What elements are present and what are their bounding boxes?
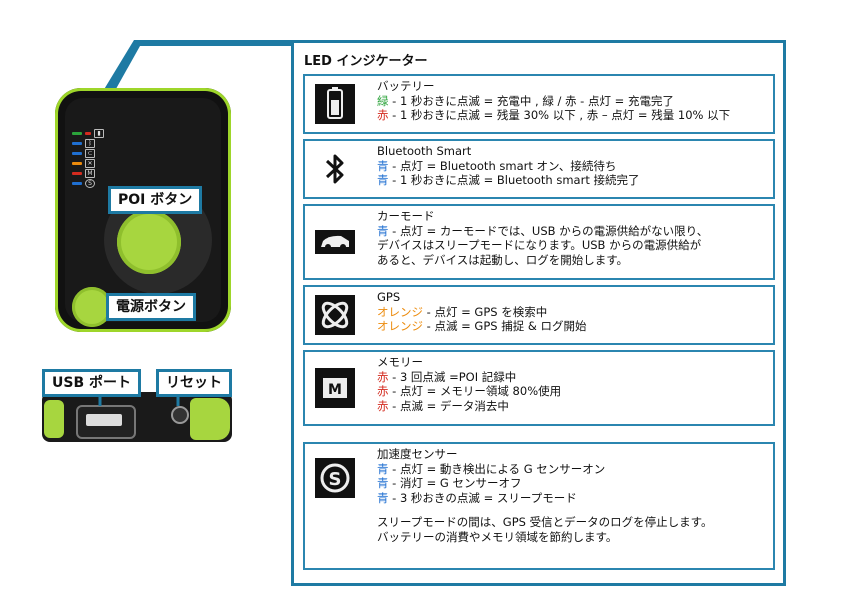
sensor-mini-icon: S xyxy=(85,178,95,188)
svg-text:S: S xyxy=(329,469,342,490)
bluetooth-icon xyxy=(315,149,355,189)
bluetooth-line-2: 青 - 1 秒おきに点滅 = Bluetooth smart 接続完了 xyxy=(377,173,640,187)
car-mode-title: カーモード xyxy=(377,209,435,223)
gps-title: GPS xyxy=(377,290,401,304)
memory-icon: M xyxy=(315,368,355,408)
device-side-bumper-left xyxy=(44,400,64,438)
memory-line-3: 赤 - 点滅 = データ消去中 xyxy=(377,398,509,413)
battery-icon xyxy=(315,84,355,124)
usb-port-label: USB ポート xyxy=(42,369,141,397)
battery-line-2: 赤 - 1 秒おきに点滅 = 残量 30% 以下 , 赤 – 点灯 = 残量 1… xyxy=(377,108,731,122)
accelerometer-line-3: 青 - 3 秒おきの点滅 = スリープモード xyxy=(377,490,577,505)
reset-button[interactable] xyxy=(171,406,189,424)
battery-line-1: 緑 - 1 秒おきに点滅 = 充電中 , 緑 / 赤 - 点灯 = 充電完了 xyxy=(377,93,674,108)
bluetooth-line-1: 青 - 点灯 = Bluetooth smart オン、接続待ち xyxy=(377,158,617,173)
accelerometer-line-1: 青 - 点灯 = 動き検出による G センサーオン xyxy=(377,461,606,476)
memory-mini-icon: M xyxy=(85,168,95,178)
gps-line-2: オレンジ - 点滅 = GPS 捕捉 & ログ開始 xyxy=(377,319,587,333)
memory-title: メモリー xyxy=(377,355,423,369)
bluetooth-card: Bluetooth Smart 青 - 点灯 = Bluetooth smart… xyxy=(303,139,775,199)
gps-line-1: オレンジ - 点灯 = GPS を検索中 xyxy=(377,304,548,319)
svg-text:M: M xyxy=(328,382,342,398)
bluetooth-mini-icon: ᛒ xyxy=(85,138,95,148)
battery-title: バッテリー xyxy=(377,79,435,93)
battery-mini-icon: ▮ xyxy=(94,128,104,138)
device-side-bumper-right xyxy=(190,398,230,440)
reset-label: リセット xyxy=(156,369,232,397)
car-mini-icon: ⊂ xyxy=(85,148,95,158)
car-mode-line-1: 青 - 点灯 = カーモードでは、USB からの電源供給がない限り、 xyxy=(377,223,709,238)
bluetooth-title: Bluetooth Smart xyxy=(377,144,472,158)
gps-mini-icon: ✕ xyxy=(85,158,95,168)
car-mode-line-3: あると、デバイスは起動し、ログを開始します。 xyxy=(377,252,629,267)
memory-card: M メモリー 赤 - 3 回点滅 =POI 記録中 赤 - 点灯 = メモリー領… xyxy=(303,350,775,426)
power-button[interactable] xyxy=(72,287,112,327)
poi-button-label: POI ボタン xyxy=(108,186,203,214)
sleep-note-line-2: バッテリーの消費やメモリ領域を節約します。 xyxy=(377,529,618,544)
gps-satellite-icon xyxy=(315,295,355,335)
gps-card: GPS オレンジ - 点灯 = GPS を検索中 オレンジ - 点滅 = GPS… xyxy=(303,285,775,345)
memory-line-2: 赤 - 点灯 = メモリー領域 80%使用 xyxy=(377,384,562,398)
panel-title: LED インジケーター xyxy=(304,54,428,69)
power-button-label: 電源ボタン xyxy=(106,293,196,321)
sensor-icon: S xyxy=(315,458,355,498)
battery-card: バッテリー 緑 - 1 秒おきに点滅 = 充電中 , 緑 / 赤 - 点灯 = … xyxy=(303,74,775,134)
accelerometer-title: 加速度センサー xyxy=(377,447,458,461)
usb-port-socket xyxy=(86,414,122,426)
accelerometer-line-2: 青 - 消灯 = G センサーオフ xyxy=(377,476,522,490)
accelerometer-card: S 加速度センサー 青 - 点灯 = 動き検出による G センサーオン 青 - … xyxy=(303,442,775,570)
led-indicator-column: ▮ ᛒ ⊂ ✕ M S xyxy=(72,128,104,188)
car-icon xyxy=(315,230,355,254)
sleep-note-line-1: スリープモードの間は、GPS 受信とデータのログを停止します。 xyxy=(377,515,713,529)
memory-line-1: 赤 - 3 回点滅 =POI 記録中 xyxy=(377,369,517,384)
car-mode-line-2: デバイスはスリープモードになります。USB からの電源供給が xyxy=(377,238,702,252)
poi-button[interactable] xyxy=(117,210,181,274)
car-mode-card: カーモード 青 - 点灯 = カーモードでは、USB からの電源供給がない限り、… xyxy=(303,204,775,280)
